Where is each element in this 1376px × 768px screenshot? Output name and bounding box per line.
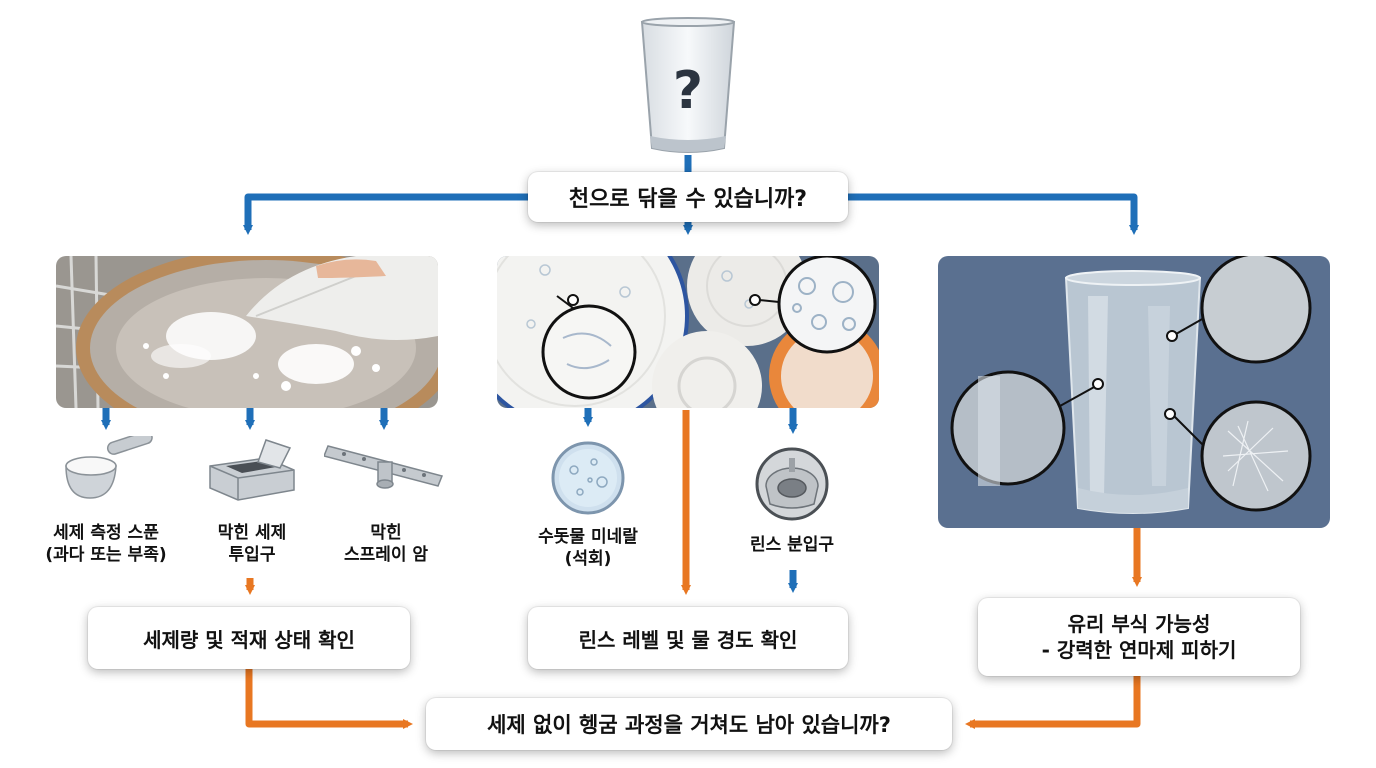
glass-question-mark: ? <box>673 61 703 121</box>
cause-label-mineral: 수돗물 미네랄 (석회) <box>538 527 638 570</box>
arrow-left-result-to-bottom <box>245 669 413 729</box>
glass-question-icon: ? <box>640 17 736 153</box>
bottom-question-box: 세제 없이 헹굼 과정을 거쳐도 남아 있습니까? <box>426 698 952 750</box>
result-detergent-box: 세제량 및 적재 상태 확인 <box>88 607 410 669</box>
detergent-dispenser-icon <box>209 439 295 501</box>
result-rinse-box: 린스 레벨 및 물 경도 확인 <box>528 607 848 669</box>
arrow-to-left-panel <box>243 193 528 235</box>
bottom-question-text: 세제 없이 헹굼 과정을 거쳐도 남아 있습니까? <box>487 713 891 737</box>
mineral-droplet-disc-icon <box>551 441 625 515</box>
rinse-dispenser-icon <box>755 447 829 521</box>
cause-label-scoop: 세제 측정 스푼 (과다 또는 부족) <box>45 523 167 566</box>
top-question-text: 천으로 닦을 수 있습니까? <box>568 187 808 212</box>
measuring-scoop-icon <box>65 436 153 499</box>
cause-label-spray-arm: 막힌 스프레이 암 <box>343 523 429 566</box>
residue-photo-panel <box>56 256 438 408</box>
spray-arm-icon <box>324 445 444 489</box>
etched-glass-photo-panel <box>938 256 1330 528</box>
cause-label-rinse-dispenser: 린스 분입구 <box>749 535 835 555</box>
top-question-box: 천으로 닦을 수 있습니까? <box>528 172 848 222</box>
arrow-to-right-panel <box>848 193 1139 235</box>
cause-label-dispenser: 막힌 세제 투입구 <box>217 523 287 566</box>
water-spots-photo-panel <box>497 256 879 408</box>
result-etching-box: 유리 부식 가능성 - 강력한 연마제 피하기 <box>978 598 1300 676</box>
arrow-right-result-to-bottom <box>965 676 1141 729</box>
